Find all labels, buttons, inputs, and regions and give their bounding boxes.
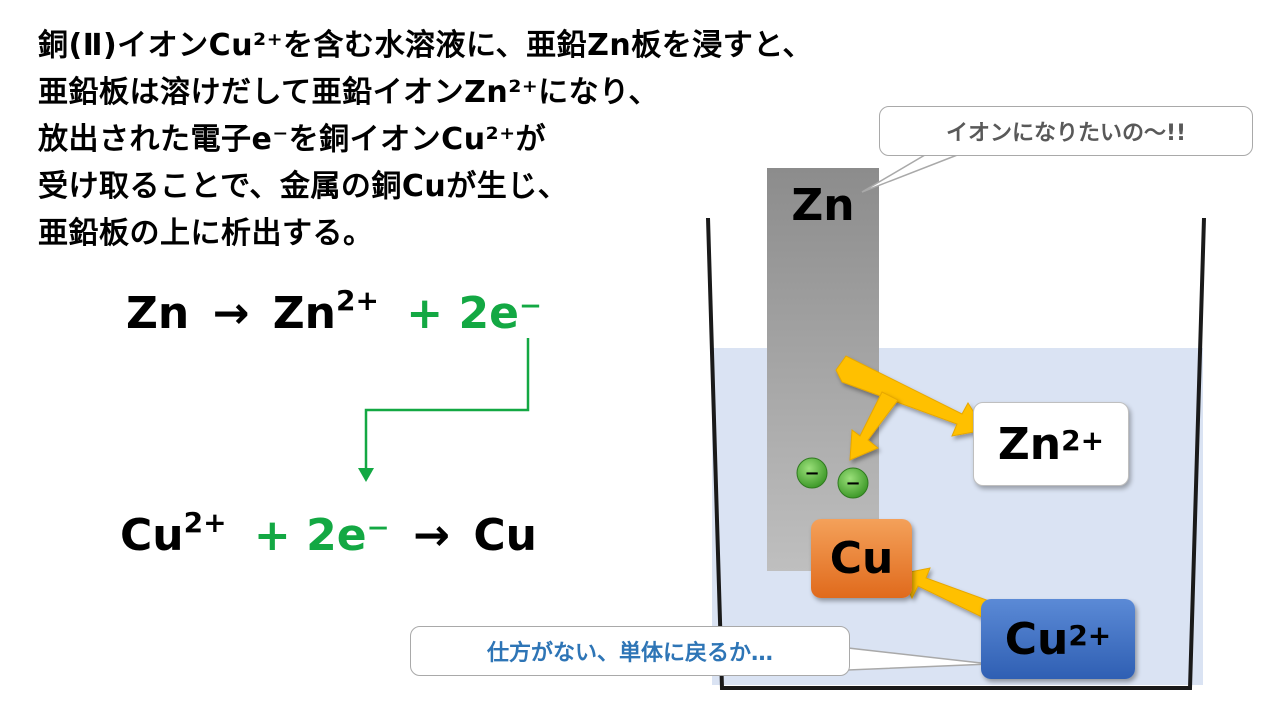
eq2-electrons: + 2e⁻ [253,510,390,561]
electron-1-sign: − [804,463,819,484]
electron-transfer-connector [358,338,530,482]
zinc-plate-label: Zn [791,180,855,231]
eq1-electrons: + 2e⁻ [406,288,543,339]
explanation-line: 亜鉛板の上に析出する。 [38,216,374,251]
explanation-line: 放出された電子e⁻を銅イオンCu²⁺が [38,122,547,157]
eq2-product: Cu [473,510,537,561]
zinc-ion-charge: 2+ [1061,423,1105,457]
copper-metal-box: Cu [811,519,912,598]
copper-metal-symbol: Cu [829,533,894,584]
zinc-speech-text: イオンになりたいの～!! [945,121,1187,146]
explanation-line: 銅(Ⅱ)イオンCu²⁺を含む水溶液に、亜鉛Zn板を浸すと、 [38,28,814,63]
eq2-reactant: Cu [120,510,184,561]
equation-zinc-oxidation: Zn → Zn2+ + 2e⁻ [126,284,542,339]
eq1-arrow: → [212,288,250,339]
zinc-speech-bubble: イオンになりたいの～!! [879,106,1253,156]
copper-ion-symbol: Cu [1004,613,1069,665]
electron-release-arrow [849,391,899,461]
eq2-arrow: → [413,510,450,561]
eq1-product: Zn [272,288,336,339]
electron-2-sign: − [845,473,860,494]
electron-1: − [796,457,828,489]
eq2-reactant-charge: 2+ [183,506,227,539]
explanation-line: 亜鉛板は溶けだして亜鉛イオンZn²⁺になり、 [38,75,659,110]
copper-speech-bubble: 仕方がない、単体に戻るか… [410,626,850,676]
copper-speech-text: 仕方がない、単体に戻るか… [486,641,773,666]
copper-ion-charge: 2+ [1068,618,1112,652]
explanation-line: 受け取ることで、金属の銅Cuが生じ、 [38,169,569,204]
eq1-reactant: Zn [126,288,190,339]
zinc-ion-symbol: Zn [997,418,1062,470]
eq1-product-charge: 2+ [336,284,379,317]
explanation-text: 銅(Ⅱ)イオンCu²⁺を含む水溶液に、亜鉛Zn板を浸すと、 亜鉛板は溶けだして亜… [38,22,938,257]
equation-copper-reduction: Cu2+ + 2e⁻ → Cu [120,506,537,561]
beaker [706,217,1206,690]
electron-2: − [837,467,869,499]
